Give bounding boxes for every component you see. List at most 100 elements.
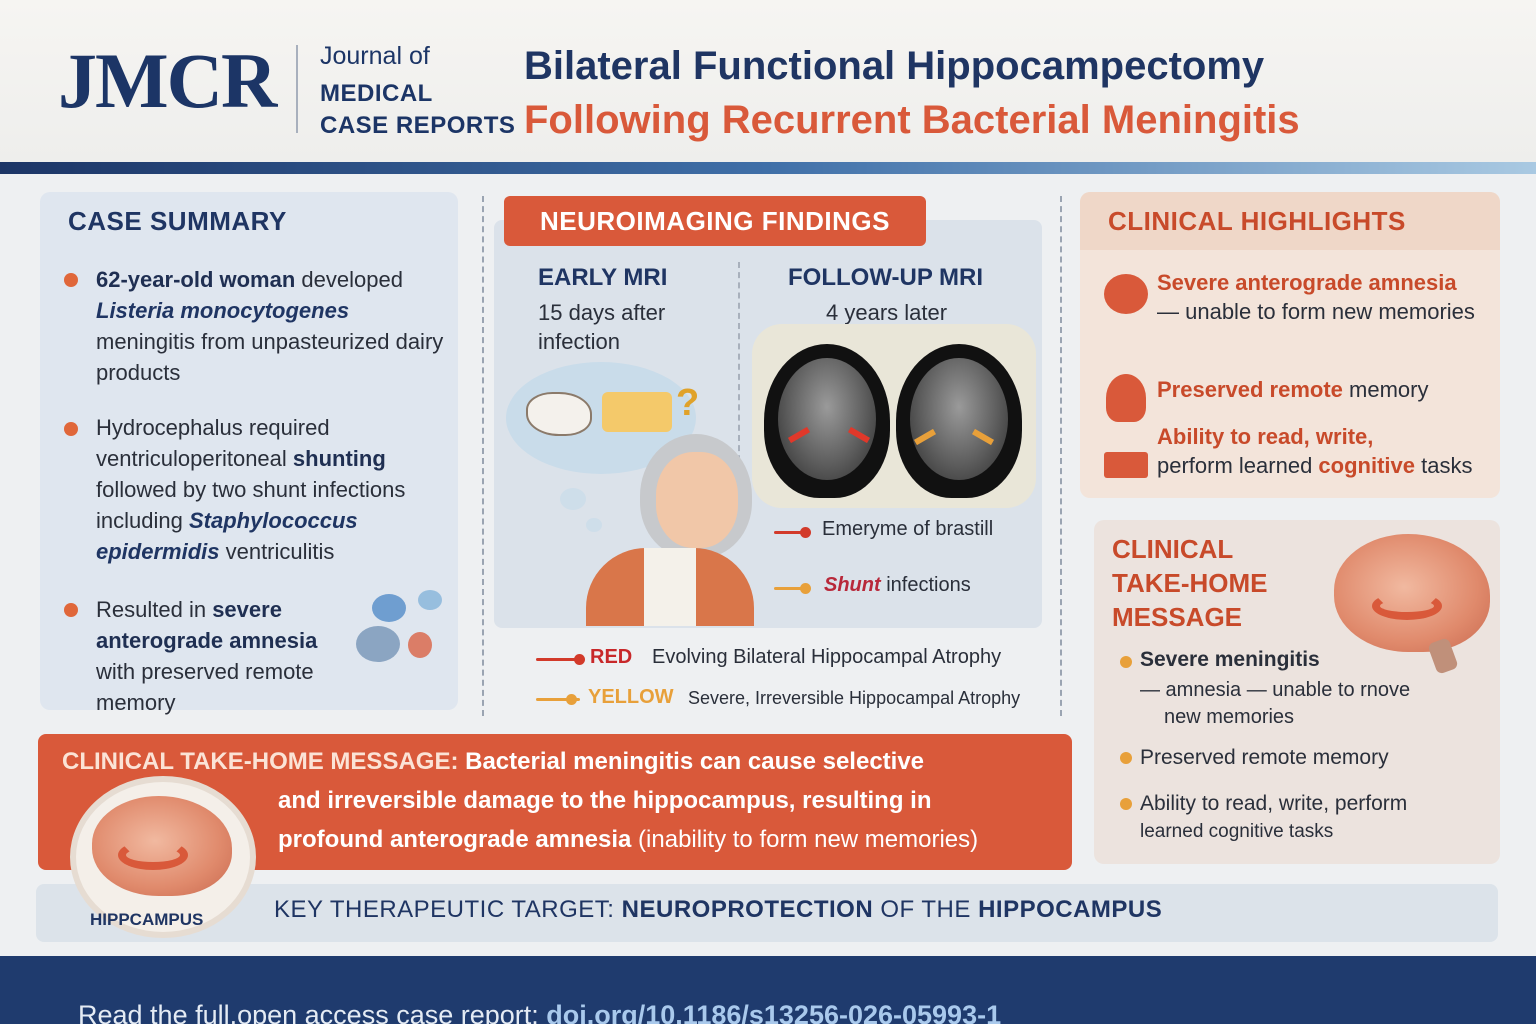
question-mark-icon: ? [676,382,700,424]
takehome-point-3-line1: Ability to read, write, perform [1140,792,1408,815]
case-bullet-3-bold: severe anterograde amnesia [96,597,318,653]
key-red-text: Evolving Bilateral Hippocampal Atrophy [652,646,1002,668]
case-summary-panel [40,192,458,710]
header-rule [0,162,1536,174]
bacteria-illustration [372,594,406,622]
legend-red-line [774,531,804,534]
target-bold-1: NEUROPROTECTION [621,896,874,923]
banner-line3-rest: (inability to form new memories) [631,826,979,853]
patient-collar [644,548,696,626]
legend-yellow-dot [800,583,811,594]
journal-name: MEDICAL CASE REPORTS [320,78,515,142]
target-mid: OF THE [873,896,979,923]
early-mri-sub: 15 days after infection [538,300,666,354]
takehome-dot [1120,656,1132,668]
takehome-point-3-line2: learned cognitive tasks [1140,821,1334,842]
highlight-3-text-a: perform learned [1157,453,1319,478]
banner-line-1: CLINICAL TAKE-HOME MESSAGE: Bacterial me… [62,742,1062,781]
case-bullet-2: Hydrocephalus required ventriculoperiton… [96,412,446,567]
followup-mri-label: FOLLOW-UP MRI [788,264,984,291]
case-bullet-1-text-a: developed [295,267,403,292]
page-title-line1: Bilateral Functional Hippocampectomy [524,44,1265,88]
bullet-dot [64,422,78,436]
legend-red-dot [800,527,811,538]
takehome-point-1-rest-2: new memories [1164,706,1295,728]
highlight-1: Severe anterograde amnesia — unable to f… [1157,268,1477,326]
header [0,0,1536,165]
case-bullet-2-text-a: Hydrocephalus required ventriculoperiton… [96,415,330,471]
jmcr-logo: JMCR [58,37,277,124]
column-divider [1060,196,1062,716]
takehome-side-title-3: MESSAGE [1112,602,1243,632]
key-red-line [536,658,580,661]
key-yellow-label: YELLOW [588,686,674,708]
logo-divider [296,45,298,133]
case-bullet-3: Resulted in severe anterograde amnesia w… [96,594,356,718]
target-bold-2: HIPPOCAMPUS [978,896,1163,923]
case-bullet-1-bold: 62-year-old woman [96,267,296,292]
key-yellow-text: Severe, Irreversible Hippocampal Atrophy [688,688,1021,708]
brain-icon [1104,274,1148,314]
case-summary-title: CASE SUMMARY [68,206,287,236]
early-mri-label: EARLY MRI [538,264,668,291]
thought-dot [560,488,586,510]
clinical-highlights-title: CLINICAL HIGHLIGHTS [1108,206,1406,236]
clinical-highlights-header [1080,192,1500,250]
therapeutic-target-text: KEY THERAPEUTIC TARGET: NEUROPROTECTION … [274,896,1162,924]
case-bullet-2-bold: shunting [292,446,386,471]
case-bullet-1-text-b: meningitis from unpasteurized dairy prod… [96,329,444,385]
legend-item-2-italic: Shunt [824,574,881,596]
highlight-2: Preserved remote memory [1157,375,1428,404]
bacteria-illustration [356,626,400,662]
doi-link[interactable]: doi.org/10.1186/s13256-026-05993-1 [546,1000,1002,1024]
patient-face [656,452,738,548]
hippocampus-label: HIPPCAMPUS [90,910,204,929]
case-bullet-3-text-a: Resulted in [96,597,213,622]
followup-mri-sub: 4 years later [826,300,948,325]
takehome-point-1-rest-1: — amnesia — unable to rnove [1140,679,1411,701]
hippocampus-illustration [1372,592,1442,620]
banner-label: CLINICAL TAKE-HOME MESSAGE: [62,748,459,775]
banner-line1-text: Bacterial meningitis can cause selective [465,748,925,775]
neuroimaging-title: NEUROIMAGING FINDINGS [504,196,926,246]
highlight-1-rest: — unable to form new memories [1157,299,1475,324]
highlight-2-bold: Preserved remote [1157,377,1343,402]
case-bullet-2-text-b: followed by two shunt infections includi… [96,477,406,533]
thought-dot [586,518,602,532]
banner-line-3: profound anterograde amnesia (inability … [62,820,1062,859]
highlight-3-text-b: tasks [1415,453,1473,478]
highlight-3: Ability to read, write, perform learned … [1157,422,1507,480]
page-title-line2: Following Recurrent Bacterial Meningitis [524,98,1300,142]
column-divider [482,196,484,716]
key-yellow-dot [566,694,577,705]
footer [0,956,1536,1024]
bullet-dot [64,273,78,287]
highlight-2-rest: memory [1342,377,1429,402]
takehome-side-title-2: TAKE-HOME [1112,568,1268,598]
footer-prefix: Read the full.open access case report: [78,1000,547,1024]
bullet-dot [64,603,78,617]
key-red-dot [574,654,585,665]
mri-scan-followup [896,344,1022,498]
bacteria-illustration [418,590,442,610]
goat-illustration [526,392,592,436]
head-icon [1106,374,1146,422]
case-bullet-1: 62-year-old woman developed Listeria mon… [96,264,446,388]
takehome-dot [1120,752,1132,764]
mri-scan-early [764,344,890,498]
banner-line3-bold: profound anterograde amnesia [278,826,632,853]
therapeutic-target-bar [36,884,1498,942]
case-bullet-2-italic: Staphylococcus epidermidis [96,508,358,564]
highlight-1-bold: Severe anterograde amnesia [1157,270,1457,295]
legend-item-1: Emeryme of brastill [822,518,994,540]
journal-of-text: Journal of [320,42,430,70]
legend-item-2-rest: infections [880,574,971,596]
takehome-banner-text: CLINICAL TAKE-HOME MESSAGE: Bacterial me… [62,742,1062,859]
takehome-side-title-1: CLINICAL [1112,534,1234,564]
target-prefix: KEY THERAPEUTIC TARGET: [274,896,622,923]
takehome-side-title: CLINICAL TAKE-HOME MESSAGE [1112,532,1268,634]
takehome-point-1-bold: Severe meningitis [1140,648,1320,671]
takehome-point-2: Preserved remote memory [1140,746,1389,769]
journal-name-line2: CASE REPORTS [320,112,516,139]
case-bullet-2-text-c: ventriculitis [219,539,335,564]
